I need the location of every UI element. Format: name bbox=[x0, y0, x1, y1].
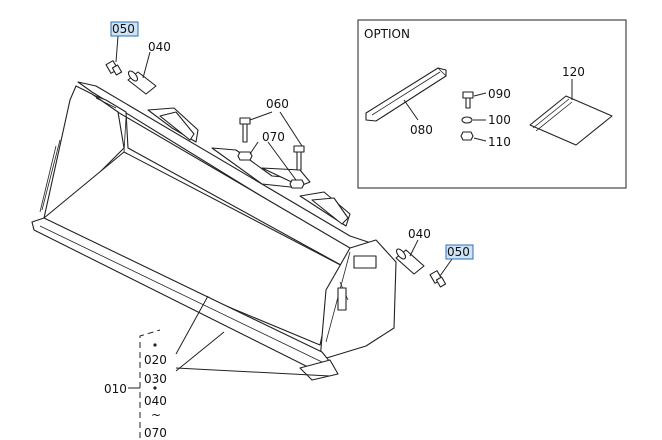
nuts-070 bbox=[237, 141, 305, 189]
callout-060[interactable]: 060 bbox=[266, 97, 289, 111]
callout-080[interactable]: 080 bbox=[410, 123, 433, 137]
callout-040-list[interactable]: 040 bbox=[144, 394, 167, 408]
cutting-edge-part bbox=[365, 67, 447, 122]
grease-fitting-right bbox=[429, 258, 453, 288]
callout-100[interactable]: 100 bbox=[488, 113, 511, 127]
bucket-body bbox=[31, 81, 397, 381]
callout-050-top[interactable]: 050 bbox=[112, 22, 135, 36]
callout-010[interactable]: 010 bbox=[104, 382, 127, 396]
nut-110 bbox=[460, 131, 487, 142]
callout-020[interactable]: 020 bbox=[144, 353, 167, 367]
callout-090[interactable]: 090 bbox=[488, 87, 511, 101]
callout-070-list[interactable]: 070 bbox=[144, 426, 167, 440]
pin-040-top bbox=[127, 51, 157, 95]
bolts-060 bbox=[239, 111, 305, 171]
callout-050-right[interactable]: 050 bbox=[447, 245, 470, 259]
callout-040-right[interactable]: 040 bbox=[408, 227, 431, 241]
callout-120[interactable]: 120 bbox=[562, 65, 585, 79]
callout-040-top[interactable]: 040 bbox=[148, 40, 171, 54]
callout-050-top-highlight bbox=[110, 21, 139, 37]
option-title: OPTION bbox=[364, 27, 410, 41]
callout-050-right-highlight bbox=[445, 244, 474, 260]
assembly-callouts bbox=[128, 295, 331, 438]
washer-100 bbox=[461, 116, 486, 124]
callout-030[interactable]: 030 bbox=[144, 372, 167, 386]
option-panel: OPTION 080 090 100 110 bbox=[357, 19, 627, 189]
grease-fitting-top bbox=[105, 35, 123, 76]
callout-070[interactable]: 070 bbox=[262, 130, 285, 144]
bolt-090 bbox=[462, 91, 487, 109]
callout-110[interactable]: 110 bbox=[488, 135, 511, 149]
manual-sheet-120 bbox=[529, 79, 613, 146]
range-tilde: ~ bbox=[151, 408, 161, 422]
pin-040-right bbox=[395, 239, 425, 275]
mount-brackets bbox=[147, 107, 351, 227]
option-panel-frame bbox=[357, 19, 627, 189]
